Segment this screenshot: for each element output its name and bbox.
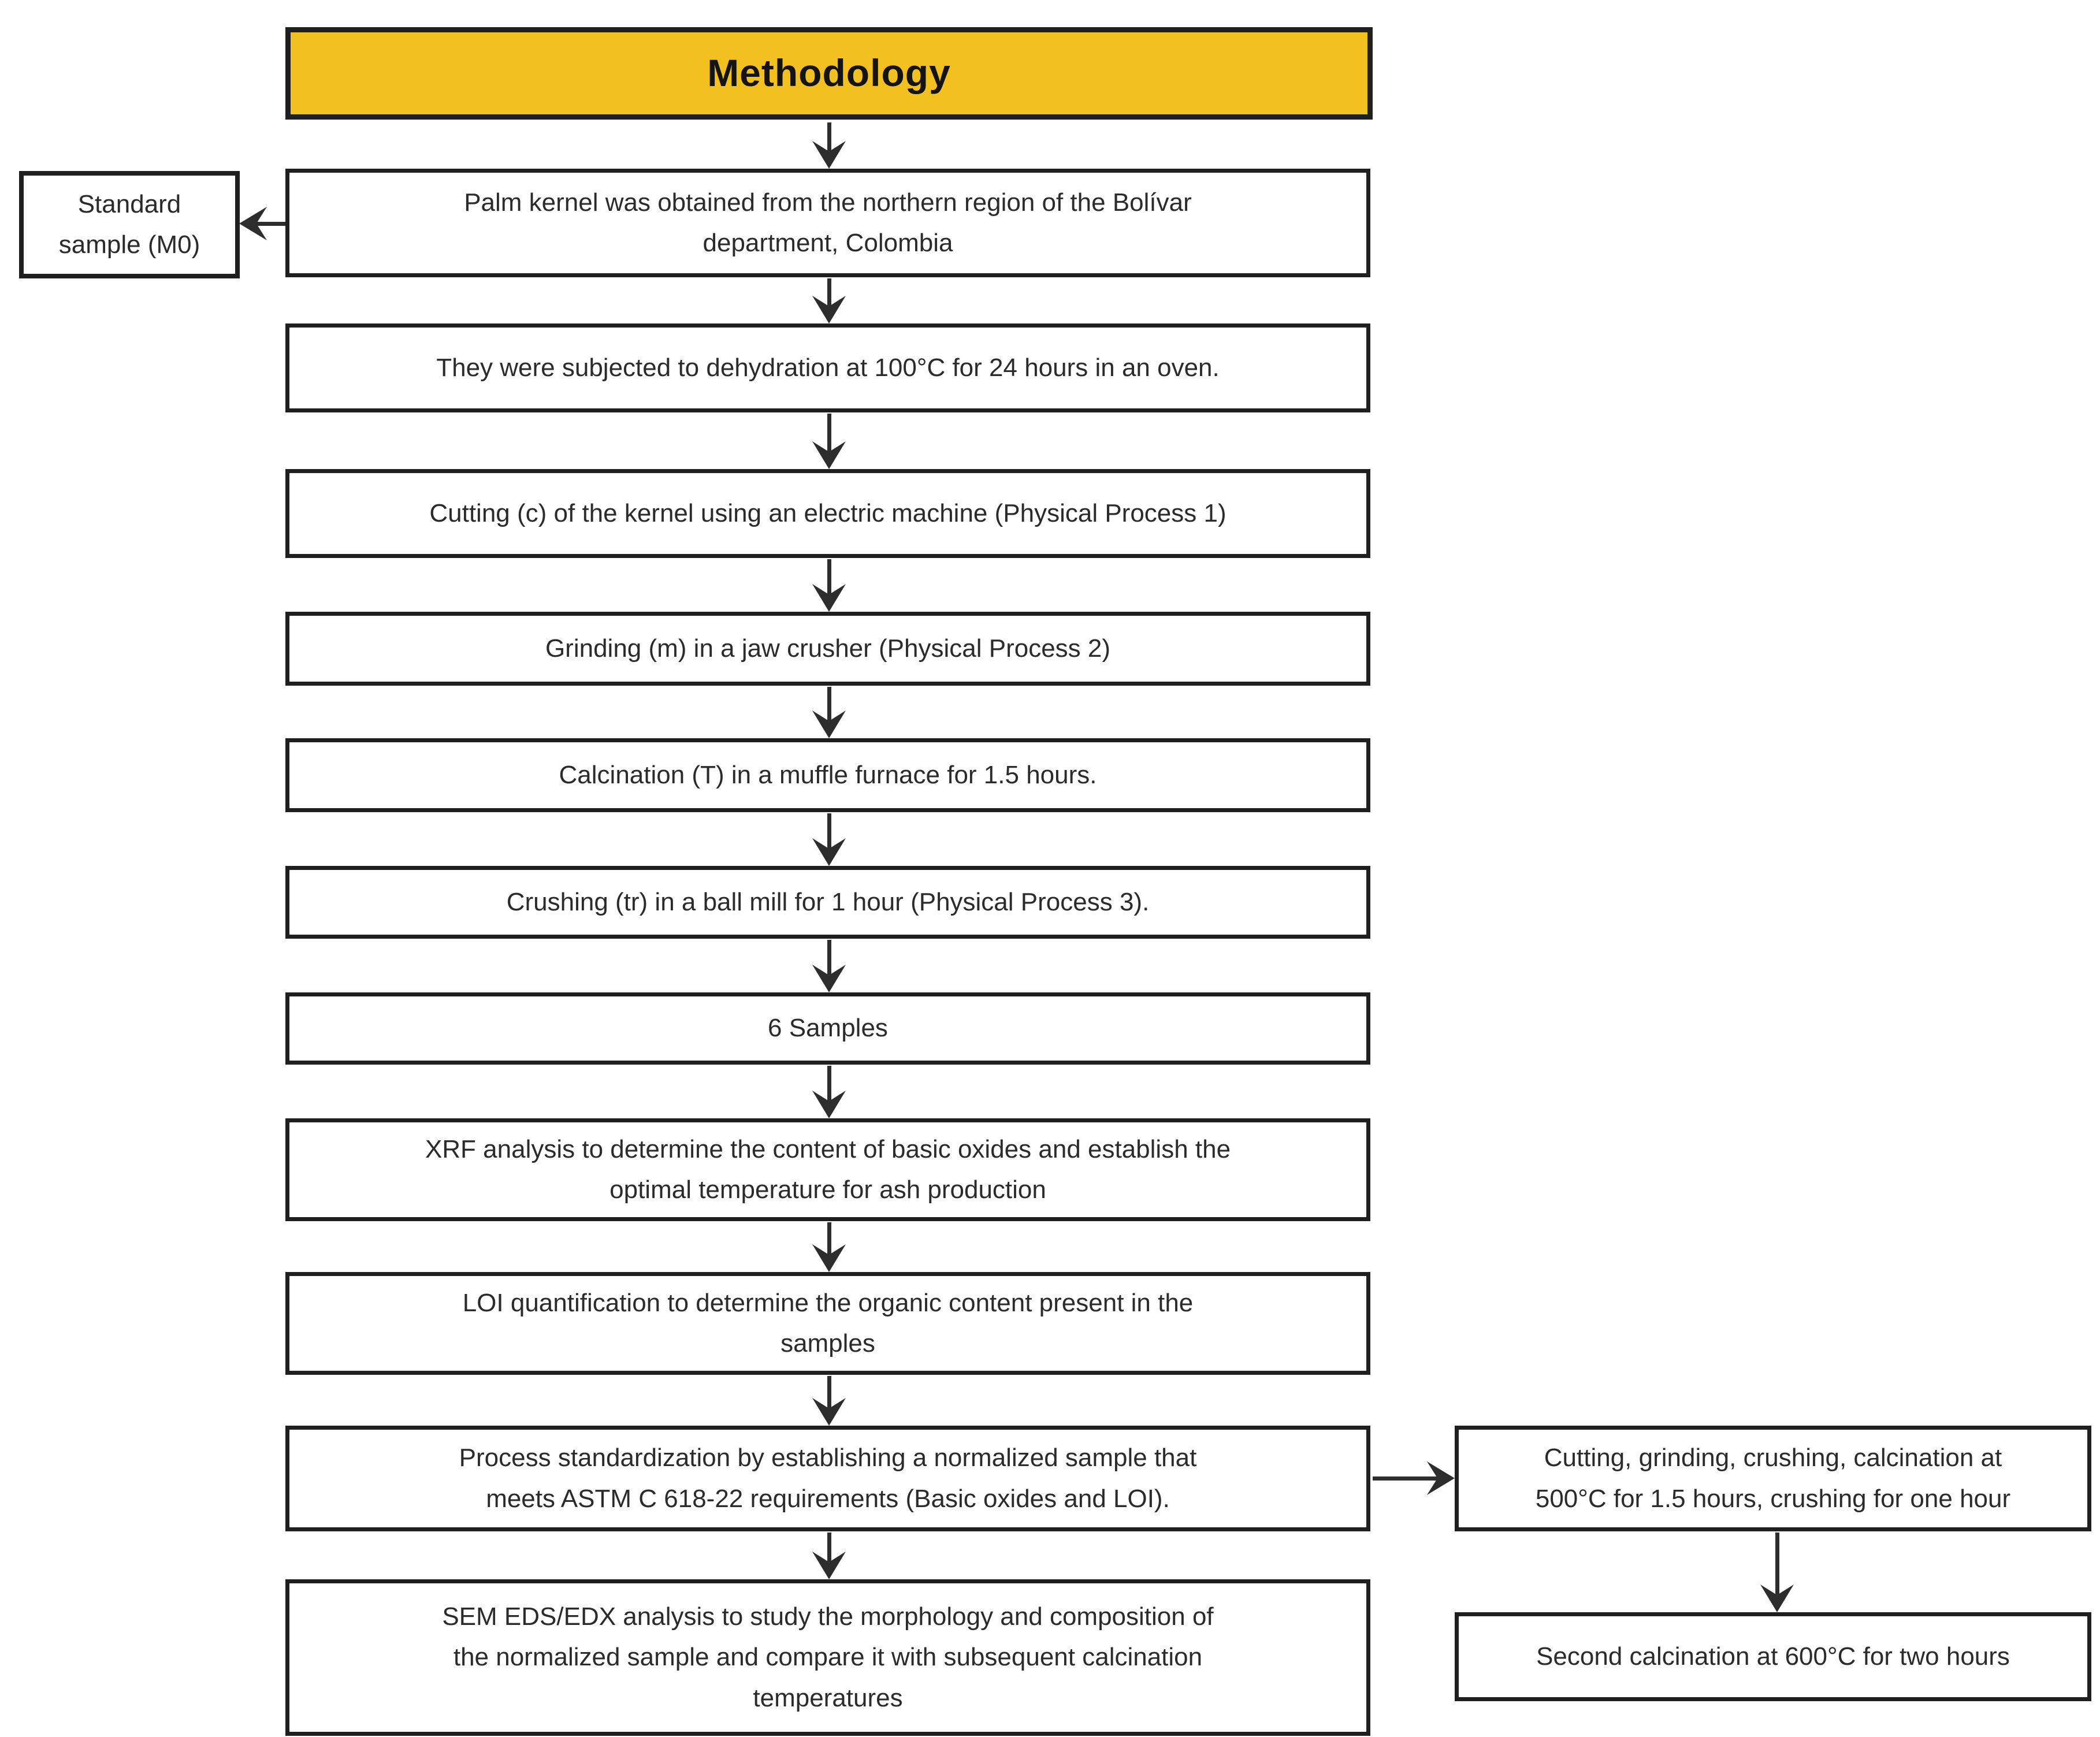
step-box-process-standardization: Process standardization by establishing … bbox=[285, 1426, 1370, 1531]
step-box-loi-quantification: LOI quantification to determine the orga… bbox=[285, 1272, 1370, 1375]
step-text: Calcination (T) in a muffle furnace for … bbox=[559, 760, 1097, 789]
step-text: Grinding (m) in a jaw crusher (Physical … bbox=[545, 634, 1111, 663]
branch-box-second-calcination: Second calcination at 600°C for two hour… bbox=[1455, 1612, 2091, 1701]
arrow-down-icon bbox=[812, 1533, 846, 1579]
step-box-samples: 6 Samples bbox=[285, 992, 1370, 1065]
step-text: Cutting, grinding, crushing, calcination… bbox=[1535, 1444, 2011, 1513]
arrow-down-icon bbox=[812, 278, 846, 323]
step-text: Process standardization by establishing … bbox=[459, 1444, 1197, 1513]
arrow-down-icon bbox=[812, 1222, 846, 1272]
step-text: Crushing (tr) in a ball mill for 1 hour … bbox=[506, 887, 1150, 916]
arrow-down-icon bbox=[1760, 1533, 1794, 1612]
step-text: LOI quantification to determine the orga… bbox=[462, 1288, 1194, 1357]
step-text: They were subjected to dehydration at 10… bbox=[436, 353, 1220, 382]
step-box-dehydration: They were subjected to dehydration at 10… bbox=[285, 323, 1370, 412]
step-text: XRF analysis to determine the content of… bbox=[425, 1135, 1231, 1204]
arrow-down-icon bbox=[812, 1376, 846, 1426]
arrow-down-icon bbox=[812, 813, 846, 866]
standard-sample-box: Standard sample (M0) bbox=[19, 171, 240, 278]
step-box-grinding: Grinding (m) in a jaw crusher (Physical … bbox=[285, 612, 1370, 686]
arrow-down-icon bbox=[812, 559, 846, 612]
arrow-down-icon bbox=[812, 940, 846, 992]
step-text: Cutting (c) of the kernel using an elect… bbox=[429, 499, 1226, 527]
step-box-crushing: Crushing (tr) in a ball mill for 1 hour … bbox=[285, 866, 1370, 939]
arrow-left-icon bbox=[239, 207, 285, 240]
step-box-palm-kernel: Palm kernel was obtained from the northe… bbox=[285, 169, 1370, 277]
step-text: Second calcination at 600°C for two hour… bbox=[1536, 1642, 2010, 1671]
step-text: Palm kernel was obtained from the northe… bbox=[464, 188, 1192, 257]
arrow-down-icon bbox=[812, 414, 846, 469]
step-box-cutting: Cutting (c) of the kernel using an elect… bbox=[285, 469, 1370, 558]
arrow-right-icon bbox=[1373, 1461, 1455, 1495]
arrow-down-icon bbox=[812, 122, 846, 169]
standard-sample-label: Standard sample (M0) bbox=[58, 189, 200, 259]
arrow-down-icon bbox=[812, 1066, 846, 1118]
step-box-calcination: Calcination (T) in a muffle furnace for … bbox=[285, 738, 1370, 812]
arrow-down-icon bbox=[812, 687, 846, 738]
title-box: Methodology bbox=[285, 27, 1373, 120]
step-text: SEM EDS/EDX analysis to study the morpho… bbox=[442, 1602, 1214, 1712]
title-label: Methodology bbox=[707, 51, 951, 95]
branch-box-cutting-grinding: Cutting, grinding, crushing, calcination… bbox=[1455, 1426, 2091, 1531]
step-text: 6 Samples bbox=[768, 1014, 888, 1043]
step-box-xrf-analysis: XRF analysis to determine the content of… bbox=[285, 1118, 1370, 1221]
step-box-sem-analysis: SEM EDS/EDX analysis to study the morpho… bbox=[285, 1579, 1370, 1736]
